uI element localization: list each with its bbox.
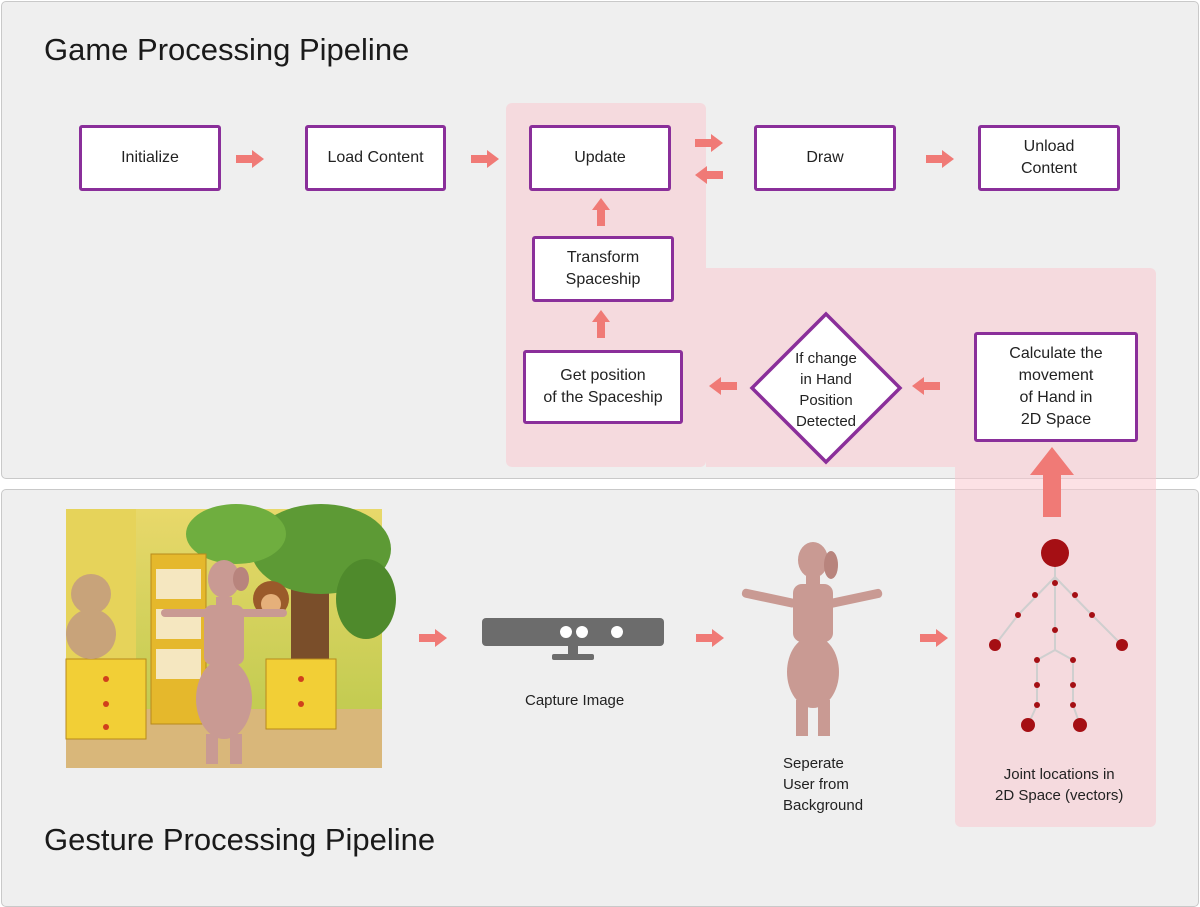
arrow-right-icon [236, 150, 264, 168]
arrow-up-icon [592, 198, 610, 226]
skeleton-joints-figure [989, 539, 1128, 732]
load-content-box: Load Content [305, 125, 446, 191]
separated-user-figure [741, 542, 883, 736]
draw-box: Draw [754, 125, 896, 191]
arrow-left-icon [709, 377, 737, 395]
initialize-box: Initialize [79, 125, 221, 191]
calculate-movement-box: Calculate the movement of Hand in 2D Spa… [974, 332, 1138, 442]
transform-spaceship-box: Transform Spaceship [532, 236, 674, 302]
arrow-left-icon [695, 166, 723, 184]
room-scene-image [65, 504, 396, 768]
gesture-pipeline-title: Gesture Processing Pipeline [44, 822, 436, 857]
arrow-right-icon [419, 629, 447, 647]
decision-label: If change in Hand Position Detected [795, 350, 857, 430]
unload-content-box: Unload Content [978, 125, 1120, 191]
arrow-right-icon [696, 629, 724, 647]
get-position-box: Get position of the Spaceship [523, 350, 683, 424]
kinect-sensor-icon [482, 618, 664, 660]
separate-user-caption: Seperate User from Background [783, 755, 864, 814]
joint-locations-caption: Joint locations in 2D Space (vectors) [995, 766, 1124, 804]
game-pipeline-title: Game Processing Pipeline [44, 32, 410, 67]
update-box: Update [529, 125, 671, 191]
arrow-up-large-icon [1030, 447, 1074, 517]
arrow-left-icon [912, 377, 940, 395]
arrow-right-icon [926, 150, 954, 168]
arrow-right-icon [695, 134, 723, 152]
arrow-right-icon [920, 629, 948, 647]
capture-image-caption: Capture Image [525, 692, 625, 709]
decision-diamond [749, 311, 903, 465]
arrow-up-icon [592, 310, 610, 338]
arrow-right-icon [471, 150, 499, 168]
